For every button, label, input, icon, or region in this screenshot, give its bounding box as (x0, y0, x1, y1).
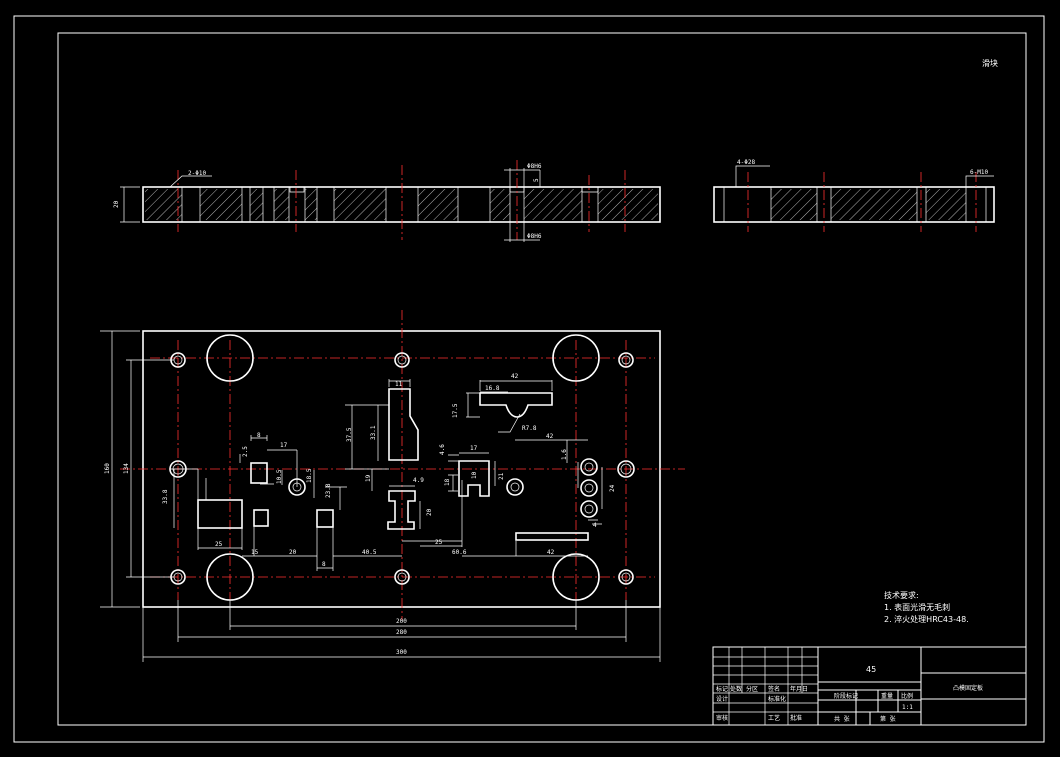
tb-approve-label: 批准 (790, 714, 802, 722)
dim-24: 24 (609, 484, 616, 492)
plate-outline (142, 330, 661, 608)
section-hole-callout-left: 2-Φ10 (188, 170, 206, 177)
tb-part-name: 凸模固定板 (953, 684, 983, 692)
dim-37-5: 37.5 (346, 427, 353, 442)
dim-18-5-left: 18.5 (306, 468, 313, 483)
inner-border (57, 32, 1027, 726)
dim-25-left: 25 (215, 541, 223, 548)
tb-zone-label: 分区 (746, 685, 758, 693)
section-bore-bottom: Φ8H6 (527, 233, 542, 240)
dim-42-top: 42 (511, 373, 519, 380)
dim-4-6: 4.6 (439, 444, 446, 455)
side-bore-callout: 4-Φ28 (737, 159, 755, 166)
dim-8-small: 8 (257, 432, 261, 439)
dim-160: 160 (104, 463, 111, 474)
dim-2-5: 2.5 (242, 446, 249, 457)
tb-review-label: 审核 (716, 714, 728, 722)
note-1: 1. 表面光滑无毛刺 (884, 602, 950, 612)
dim-300: 300 (396, 649, 407, 656)
tb-count-label: 处数 (730, 685, 742, 693)
tb-sign-label: 签名 (768, 685, 780, 693)
dim-42-mid: 42 (546, 433, 554, 440)
side-section-view: 4-Φ28 6-M10 (713, 159, 995, 232)
title-block: 标记 处数 分区 设计 审核 工艺 签名 年月日 标准化 批准 45 阶段标记 … (712, 646, 1027, 726)
front-section-view: 20 2-Φ10 Φ8H6 5 Φ8H6 (113, 160, 661, 242)
tb-design-label: 设计 (716, 695, 728, 703)
side-thread-callout: 6-M10 (970, 169, 988, 176)
tb-scale-value: 1:1 (902, 704, 913, 711)
dim-33-1: 33.1 (370, 425, 377, 440)
dim-17-left: 17 (280, 442, 288, 449)
tb-sheet-number: 第 张 (880, 715, 896, 723)
tb-scale-label: 比例 (901, 692, 913, 700)
dim-15: 15 (251, 549, 259, 556)
dim-17-5: 17.5 (452, 403, 459, 418)
plan-dimension-texts: 11 42 16.8 17.5 R7.8 42 1.6 8 17 2.5 37.… (104, 373, 616, 656)
outer-border (13, 15, 1045, 743)
plan-outer-dimensions (100, 330, 661, 662)
tb-stage-label: 阶段标记 (834, 692, 858, 700)
dim-25-mid: 25 (435, 539, 443, 546)
tb-material: 45 (866, 665, 876, 674)
tb-standard-label: 标准化 (768, 695, 786, 703)
dim-16-8: 16.8 (485, 385, 500, 392)
note-2: 2. 淬火处理HRC43-48. (884, 614, 969, 624)
plan-dimension-lines (170, 379, 603, 571)
dim-23-8: 23.8 (325, 483, 332, 498)
dim-10: 10 (471, 471, 478, 479)
dim-4-9: 4.9 (413, 477, 424, 484)
dim-4: 4 (593, 522, 597, 529)
dim-20-bottom: 20 (289, 549, 297, 556)
notes-heading: 技术要求: (884, 590, 919, 600)
dim-r7-8: R7.8 (522, 425, 537, 432)
corner-mark: 滑块 (982, 58, 998, 68)
dim-33-8: 33.8 (162, 489, 169, 504)
side-section-outline (713, 186, 995, 223)
section-thickness-dim: 20 (113, 200, 120, 208)
tb-mark-label: 标记 (716, 685, 728, 693)
dim-21: 21 (498, 472, 505, 480)
section-outline (142, 186, 661, 223)
dim-200: 200 (396, 618, 407, 625)
guide-bore-top-left (206, 334, 254, 382)
guide-bore-top-right (552, 334, 600, 382)
dim-19: 19 (365, 474, 372, 482)
dim-17-mid: 17 (470, 445, 478, 452)
dim-20-mid: 20 (426, 508, 433, 516)
tb-date-label: 年月日 (790, 685, 808, 693)
dim-40-5: 40.5 (362, 549, 377, 556)
dim-8-bottom: 8 (322, 561, 326, 568)
dim-1-6: 1.6 (561, 449, 568, 460)
section-bore-depth: 5 (533, 178, 540, 182)
dim-134: 134 (123, 463, 130, 474)
dim-280: 280 (396, 629, 407, 636)
dim-60-6: 60.6 (452, 549, 467, 556)
dim-42-bottom: 42 (547, 549, 555, 556)
dim-10-5: 10.5 (276, 469, 283, 484)
dim-11: 11 (395, 381, 403, 388)
tb-weight-label: 重量 (881, 692, 893, 700)
punch-openings (197, 388, 598, 541)
tb-process-label: 工艺 (768, 714, 780, 722)
technical-notes: 技术要求: 1. 表面光滑无毛刺 2. 淬火处理HRC43-48. (884, 590, 969, 624)
dim-18: 18 (444, 478, 451, 486)
section-bore-top: Φ8H6 (527, 163, 542, 170)
plan-view: 11 42 16.8 17.5 R7.8 42 1.6 8 17 2.5 37.… (100, 310, 685, 662)
tb-sheet-total: 共 张 (834, 715, 850, 723)
